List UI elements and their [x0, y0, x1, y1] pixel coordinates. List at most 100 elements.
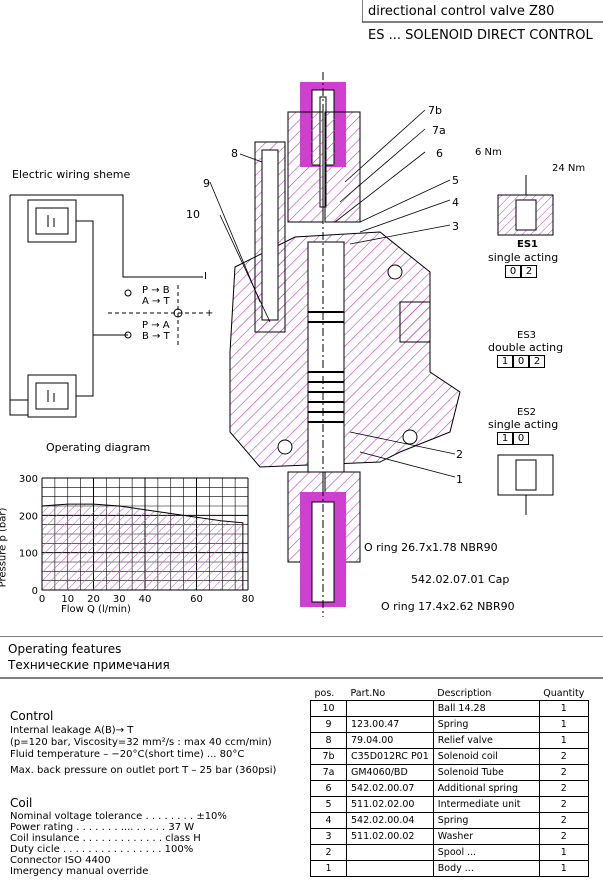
- es2-cell: 1: [497, 432, 513, 445]
- col-quantity: Quantity: [543, 687, 585, 699]
- cell-quantity: 2: [538, 796, 589, 813]
- control-line: Internal leakage A(B)→ T: [10, 725, 134, 736]
- cell-description: Body ...: [432, 860, 540, 877]
- cell-pos: 8: [310, 732, 347, 749]
- chart-xtick: 80: [242, 594, 255, 605]
- es1-cells: 0 2: [505, 265, 537, 278]
- header-frame: [362, 0, 603, 23]
- cell-pos: 10: [310, 700, 347, 717]
- chart-xtick: 40: [139, 594, 152, 605]
- cell-partno: 123.00.47: [346, 716, 434, 733]
- cell-partno: 542.02.00.04: [346, 812, 434, 829]
- valve-section-drawing: [209, 72, 461, 617]
- es1-code: ES1: [517, 239, 538, 250]
- callout-7a: 7a: [432, 124, 446, 137]
- col-partno: Part.No: [350, 687, 386, 699]
- cell-description: Solenoid coil: [432, 748, 540, 765]
- cell-quantity: 1: [538, 716, 589, 733]
- es2-code: ES2: [517, 407, 537, 418]
- cell-quantity: 1: [538, 700, 589, 717]
- coil-line: Connector ISO 4400: [10, 855, 111, 866]
- chart-ylabel: Pressure p (bar): [0, 507, 9, 588]
- document-title: directional control valve Z80: [368, 4, 555, 19]
- cell-partno: 79.04.00: [346, 732, 434, 749]
- cell-description: Spool ...: [432, 844, 540, 861]
- chart-xtick: 10: [61, 594, 74, 605]
- callout-10: 10: [186, 208, 200, 221]
- es1-label: single acting: [488, 251, 559, 264]
- wiring-row-1: P → B: [142, 285, 170, 296]
- chart-ytick: 0: [32, 586, 38, 597]
- coil-line: Coil insulance . . . . . . . . . . . . .…: [10, 833, 201, 844]
- wiring-tag-one: I: [204, 271, 207, 282]
- cell-description: Spring: [432, 812, 540, 829]
- es2-cell: 0: [513, 432, 529, 445]
- es3-cell: 0: [513, 355, 529, 368]
- oring-a: O ring 26.7x1.78 NBR90: [364, 541, 498, 554]
- cell-quantity: 1: [538, 844, 589, 861]
- es3-code: ES3: [517, 330, 537, 341]
- cell-description: Solenoid Tube: [432, 764, 540, 781]
- document-subtitle: ES ... SOLENOID DIRECT CONTROL: [368, 28, 593, 43]
- wiring-tag-plus: +: [205, 308, 214, 319]
- cell-quantity: 1: [538, 860, 589, 877]
- wiring-title: Electric wiring sheme: [12, 168, 131, 181]
- cell-pos: 5: [310, 796, 347, 813]
- wiring-diagram: [9, 194, 203, 418]
- cell-pos: 4: [310, 812, 347, 829]
- cell-quantity: 2: [538, 812, 589, 829]
- es3-cell: 1: [497, 355, 513, 368]
- cell-partno: GM4060/BD: [346, 764, 434, 781]
- cell-partno: 542.02.00.07: [346, 780, 434, 797]
- wiring-row-3: P → A: [142, 320, 170, 331]
- cell-partno: [346, 844, 434, 861]
- cell-quantity: 2: [538, 764, 589, 781]
- es1-cell: 2: [521, 265, 537, 278]
- cell-quantity: 2: [538, 780, 589, 797]
- wiring-row-4: B → T: [142, 331, 170, 342]
- control-line: Fluid temperature – −20°C(short time) ..…: [10, 749, 245, 760]
- es3-cell: 2: [529, 355, 545, 368]
- cell-partno: [346, 700, 434, 717]
- callout-7b: 7b: [428, 104, 442, 117]
- es1-symbol: [497, 175, 554, 236]
- cell-partno: [346, 860, 434, 877]
- cell-description: Washer: [432, 828, 540, 845]
- chart-xtick: 30: [113, 594, 126, 605]
- chart-ytick: 300: [19, 474, 38, 485]
- cell-quantity: 2: [538, 748, 589, 765]
- es2-label: single acting: [488, 418, 559, 431]
- torque-24nm: 24 Nm: [552, 163, 586, 174]
- control-line: Max. back pressure on outlet port T – 25…: [10, 765, 277, 776]
- coil-line: Duty cicle . . . . . . . . . . . . . . .…: [10, 844, 194, 855]
- cell-pos: 2: [310, 844, 347, 861]
- section-divider: [0, 636, 603, 679]
- es2-symbol: [497, 454, 554, 515]
- parts-header-row: pos. Part.No Description Quantity: [311, 686, 589, 701]
- chart-area: [41, 503, 244, 591]
- callout-5: 5: [452, 174, 459, 187]
- cell-description: Intermediate unit: [432, 796, 540, 813]
- cell-partno: C35D012RC P01: [346, 748, 434, 765]
- chart-xtick: 20: [87, 594, 100, 605]
- control-title: Control: [10, 709, 54, 723]
- coil-line: Power rating . . . . . . . .... . . . . …: [10, 822, 195, 833]
- coil-line: Imergency manual override: [10, 866, 149, 877]
- wiring-row-2: A → T: [142, 296, 170, 307]
- callout-4: 4: [452, 196, 459, 209]
- oring-b: O ring 17.4x2.62 NBR90: [381, 600, 515, 613]
- callout-8: 8: [231, 147, 238, 160]
- cell-partno: 511.02.02.00: [346, 796, 434, 813]
- cell-quantity: 1: [538, 732, 589, 749]
- callout-9: 9: [203, 177, 210, 190]
- chart-xtick: 60: [190, 594, 203, 605]
